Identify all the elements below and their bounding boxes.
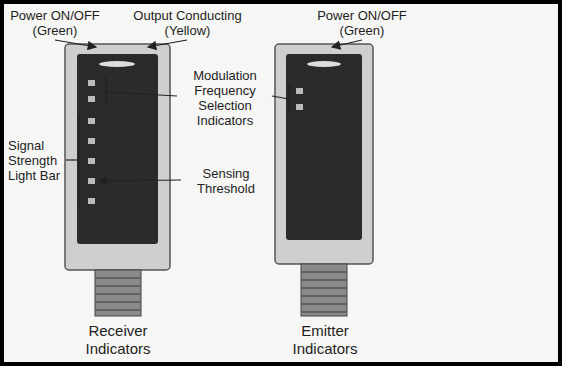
- callout-label: Signal Strength Light Bar: [8, 138, 66, 183]
- device-caption: Emitter Indicators: [270, 322, 380, 358]
- frame: [2, 2, 560, 364]
- callout-label: Modulation Frequency Selection Indicator…: [180, 68, 270, 128]
- indicator-label: Power ON/OFF (Green): [5, 8, 105, 38]
- device-caption: Receiver Indicators: [63, 322, 173, 358]
- indicator-label: Power ON/OFF (Green): [312, 8, 412, 38]
- emitter-housing: [275, 44, 373, 316]
- leader-lines: [55, 40, 362, 206]
- callout-label: Sensing Threshold: [184, 166, 268, 196]
- indicator-label: Output Conducting (Yellow): [130, 8, 245, 38]
